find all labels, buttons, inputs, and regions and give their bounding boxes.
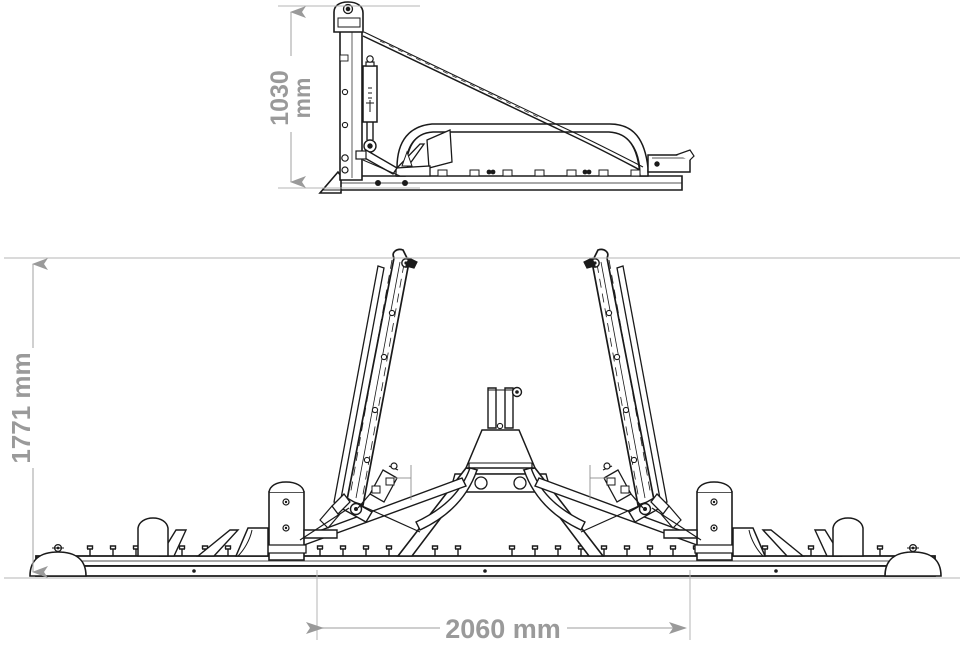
side-view-tine-row bbox=[375, 169, 641, 186]
dimension-2060mm: 2060 mm bbox=[306, 570, 691, 644]
rear-view-reference-lines bbox=[395, 465, 606, 500]
dimension-label-1771: 1771 mm bbox=[6, 352, 36, 463]
rear-view-left-wing-arm bbox=[299, 248, 421, 541]
rear-view-outer-gussets bbox=[137, 517, 864, 557]
rear-view-center-hitch bbox=[298, 386, 703, 557]
side-view-linkage-arm bbox=[355, 148, 401, 177]
rear-view-group bbox=[29, 248, 942, 577]
side-view-tension-cable bbox=[362, 31, 644, 171]
side-view-inner-panel bbox=[395, 129, 453, 177]
side-view-group bbox=[318, 1, 695, 194]
dimension-label-2060: 2060 mm bbox=[445, 614, 561, 644]
side-view-rear-bracket bbox=[647, 149, 695, 173]
dimension-label-1030-value: 1030 bbox=[266, 70, 294, 126]
dimension-1030mm: 1030 mm bbox=[266, 5, 420, 189]
side-view-hydraulic-cylinder bbox=[362, 55, 378, 153]
rear-view-right-wing-arm bbox=[580, 248, 702, 541]
rear-view-inner-pillars bbox=[255, 481, 746, 561]
dimension-1771mm: 1771 mm bbox=[4, 257, 960, 579]
dimension-label-1030-unit: mm bbox=[289, 78, 315, 119]
